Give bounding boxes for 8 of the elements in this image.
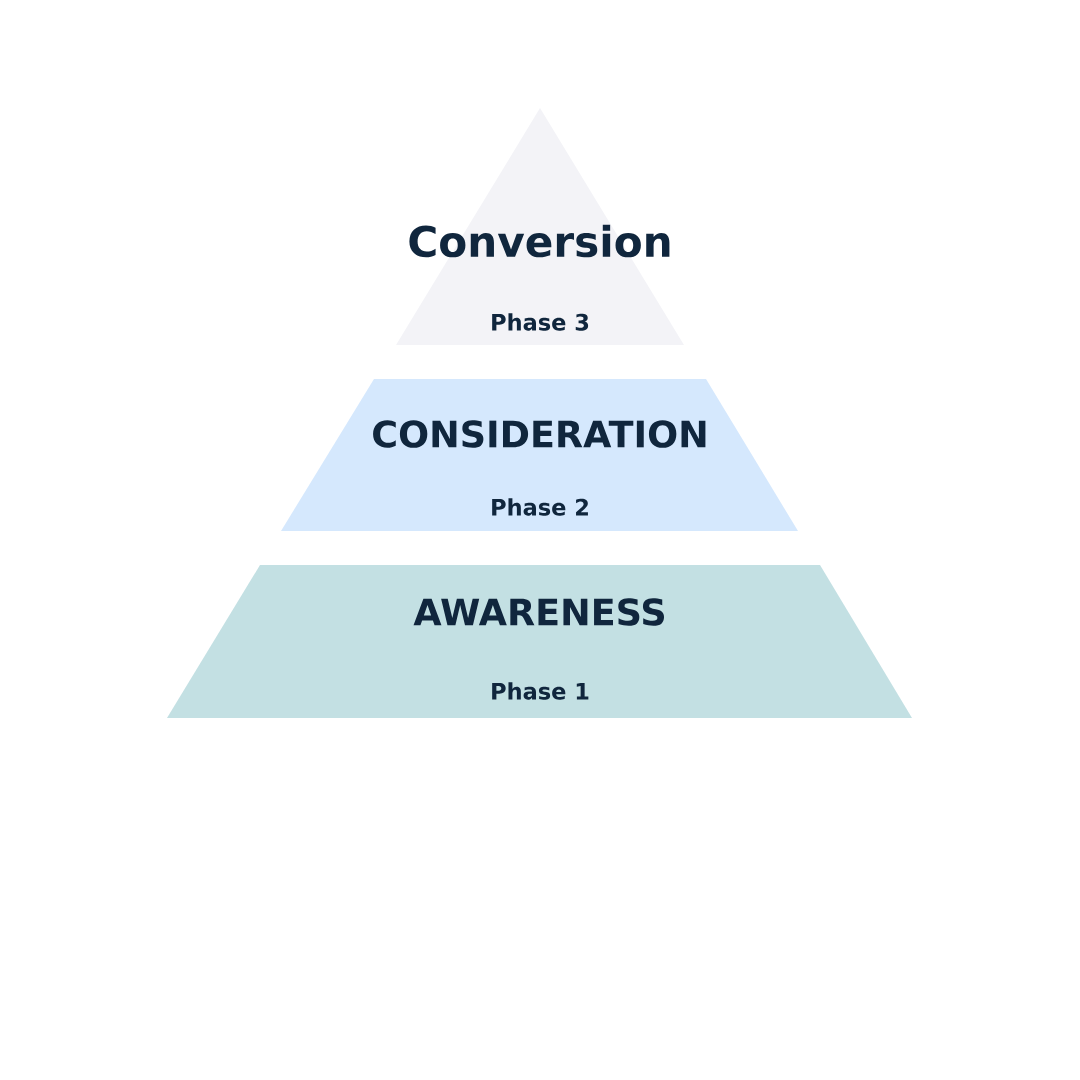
pyramid-level bbox=[281, 379, 798, 531]
level-title: Conversion bbox=[409, 224, 670, 258]
level-title: AWARENESS bbox=[413, 598, 664, 626]
phase-label: Phase 2 bbox=[492, 498, 588, 516]
phase-label: Phase 1 bbox=[492, 682, 589, 700]
level-title: CONSIDERATION bbox=[373, 420, 706, 448]
phase-label: Phase 3 bbox=[492, 313, 589, 331]
pyramid-level bbox=[167, 565, 912, 718]
